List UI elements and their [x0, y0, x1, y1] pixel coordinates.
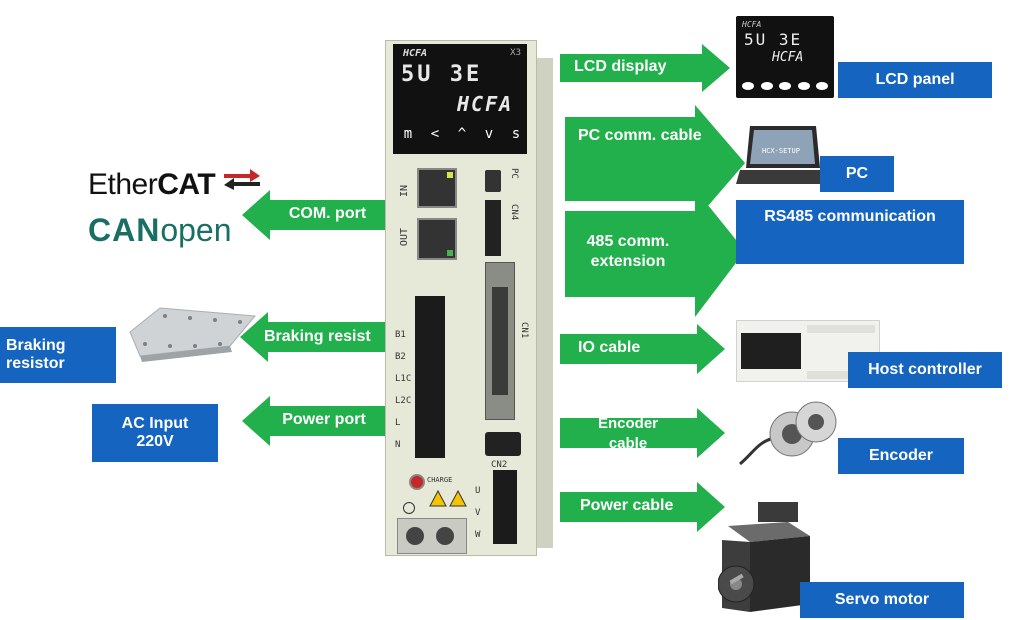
screw-terminal: [397, 518, 467, 554]
lcd-display-label: LCD display: [574, 58, 667, 75]
drive-brand: HCFA: [403, 48, 428, 59]
terminal-labels: B1 B2 L1C L2C L N: [395, 324, 411, 456]
lcd-display-arrow: [560, 44, 730, 92]
encoder-cable-label: Encoder cable: [597, 415, 658, 452]
host-controller-box: Host controller: [848, 352, 1002, 388]
cn1-connector: [485, 262, 515, 420]
ethercat-arrows-icon: [223, 169, 260, 190]
ac-input-box: AC Input 220V: [92, 404, 218, 462]
braking-resistor-box: Braking resistor: [0, 327, 116, 383]
terminal-l2c: L2C: [395, 396, 412, 406]
pc-cable-label: PC comm. cable: [578, 127, 702, 144]
pc-box: PC: [820, 156, 894, 192]
lcd-panel-top: 5U 3E: [744, 30, 803, 49]
io-cable-arrow: [560, 324, 725, 374]
motor-terminal-labels: U V W: [475, 480, 480, 546]
power-cable-label: Power cable: [580, 497, 674, 514]
motor-terminal-block: [493, 470, 517, 544]
cn2-connector: [485, 432, 521, 456]
com-port-arrow: [242, 190, 387, 240]
terminal-u: U: [475, 486, 481, 496]
rs485-box: RS485 communication: [736, 200, 964, 264]
power-cable-arrow: [560, 482, 725, 532]
terminal-b2: B2: [395, 352, 406, 362]
charge-label: CHARGE: [427, 476, 453, 484]
drive-keypad: m < ^ v s: [399, 126, 525, 142]
pc-485-arrow: [565, 105, 745, 317]
ground-icon: [403, 502, 415, 514]
terminal-w: W: [475, 530, 481, 540]
power-port-arrow: [242, 396, 387, 446]
servo-motor-image: [718, 502, 810, 612]
lcd-panel-brand: HCFA: [742, 20, 762, 29]
drive-display-top: 5U 3E: [401, 62, 483, 87]
lcd-panel-bottom: HCFA: [772, 50, 804, 65]
charge-led: [409, 474, 425, 490]
servo-drive: HCFA X3 5U 3E HCFA m < ^ v s IN OUT PC C…: [385, 40, 553, 556]
cn4-label: CN4: [509, 204, 519, 221]
key-down[interactable]: v: [484, 126, 494, 142]
rj45-in-port: [417, 168, 457, 208]
key-up[interactable]: ^: [457, 126, 467, 142]
braking-resistor-image: [129, 307, 256, 362]
braking-resist-arrow: [240, 312, 387, 362]
terminal-v: V: [475, 508, 481, 518]
lcd-panel-keys: [742, 82, 828, 90]
terminal-b1: B1: [395, 330, 406, 340]
canopen-logo: CANopen: [88, 212, 232, 248]
key-s[interactable]: s: [511, 126, 521, 142]
cn2-label: CN2: [491, 460, 508, 470]
laptop-image: [736, 126, 826, 184]
rs485-ext-label: 485 comm. extension: [586, 233, 670, 270]
lcd-panel-box: LCD panel: [838, 62, 992, 98]
key-m[interactable]: m: [403, 126, 413, 142]
drive-display-bottom: HCFA: [457, 92, 514, 116]
pc-port-label: PC: [509, 168, 519, 179]
drive-display-panel: HCFA X3 5U 3E HCFA m < ^ v s: [393, 44, 527, 154]
encoder-cable-arrow: [560, 408, 725, 458]
power-port-label: Power port: [282, 411, 366, 428]
lcd-panel-image: HCFA 5U 3E HCFA: [736, 16, 834, 98]
ethercat-logo: EtherCAT: [88, 168, 262, 202]
encoder-box: Encoder: [838, 438, 964, 474]
braking-resist-label: Braking resist: [264, 328, 371, 345]
port-in-label: IN: [399, 185, 410, 198]
com-port-label: COM. port: [288, 205, 367, 222]
terminal-l: L: [395, 418, 401, 428]
key-left[interactable]: <: [430, 126, 440, 142]
power-terminal-block: [415, 296, 445, 458]
usb-port: [485, 170, 501, 192]
drive-model-tag: X3: [510, 48, 521, 58]
servo-motor-box: Servo motor: [800, 582, 964, 618]
terminal-l1c: L1C: [395, 374, 412, 384]
encoder-image: [739, 401, 837, 466]
laptop-screen-text: HCX-SETUP: [762, 147, 800, 155]
cn4-connector: [485, 200, 501, 256]
cn1-label: CN1: [519, 322, 529, 339]
warning-icon: [429, 490, 467, 507]
port-out-label: OUT: [399, 228, 410, 247]
rj45-out-port: [417, 218, 457, 260]
io-cable-label: IO cable: [578, 339, 641, 356]
terminal-n: N: [395, 440, 401, 450]
